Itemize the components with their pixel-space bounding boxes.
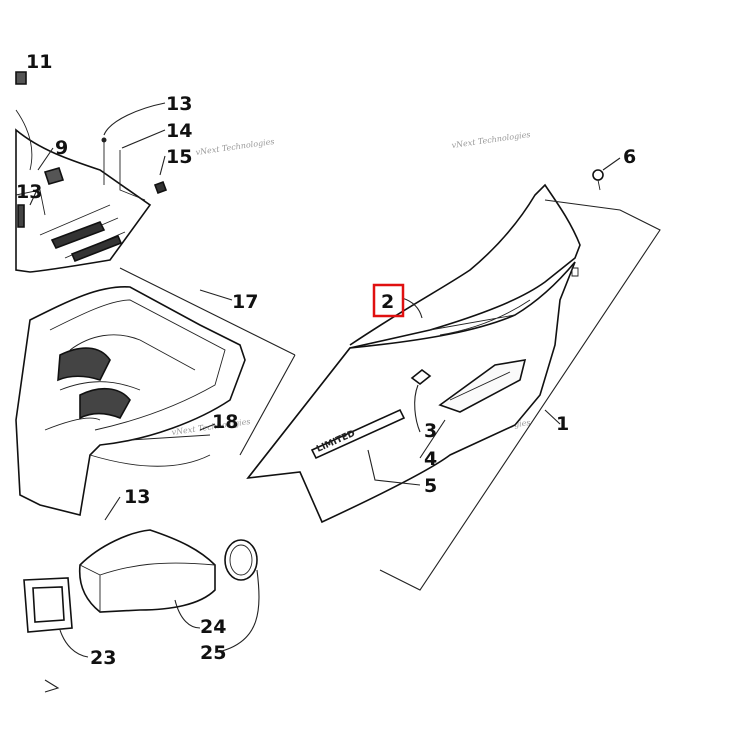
callout-13-bottom: 13	[124, 486, 150, 508]
callout-14: 14	[166, 120, 192, 142]
callout-18: 18	[212, 411, 238, 433]
callout-15: 15	[166, 146, 192, 168]
callout-23: 23	[90, 647, 116, 669]
bracket-part-1	[379, 199, 661, 591]
callout-9: 9	[55, 137, 68, 159]
callout-1: 1	[556, 413, 569, 435]
tray-part-17	[15, 267, 296, 516]
callout-6: 6	[623, 146, 636, 168]
side-panel-part-2: LIMITED	[246, 169, 604, 524]
callout-17: 17	[232, 291, 258, 313]
leader-lines	[29, 102, 621, 521]
highlight-box-2	[372, 283, 405, 318]
callout-25: 25	[200, 642, 226, 664]
callout-11: 11	[26, 51, 52, 73]
callout-5: 5	[424, 475, 437, 497]
callout-13-top: 13	[166, 93, 192, 115]
callout-24: 24	[200, 616, 226, 638]
watermark-top-left: vNext Technologies	[195, 137, 275, 157]
callout-2: 2	[381, 291, 394, 313]
duct-assembly	[23, 529, 260, 693]
callout-4: 4	[424, 448, 437, 470]
upper-left-console-part	[15, 71, 168, 273]
callout-numbers: 11 13 14 15 9 13 17 18 13 23 24 25 3 4 5…	[16, 51, 636, 669]
callout-3: 3	[424, 420, 437, 442]
watermark-top-right: vNext Technologies	[451, 130, 531, 150]
callout-13-left: 13	[16, 181, 42, 203]
